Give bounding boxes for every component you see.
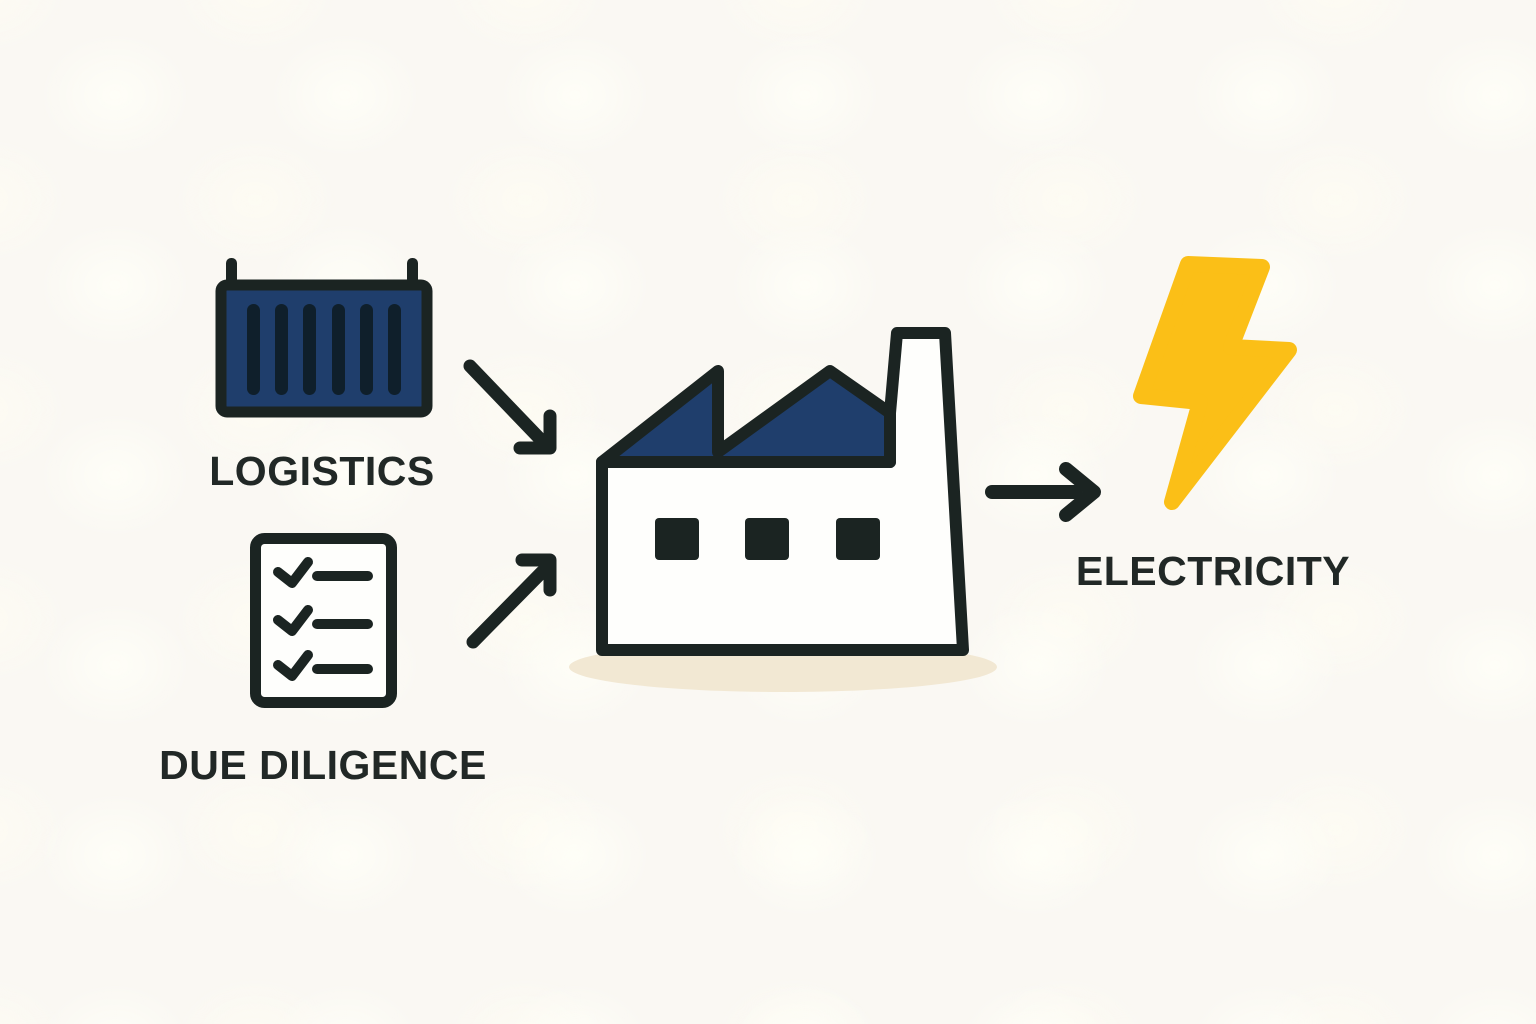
arrow-due-diligence-to-factory-icon	[466, 553, 557, 649]
factory-roof	[596, 365, 896, 468]
checklist-icon	[250, 533, 397, 708]
arrow-logistics-to-factory-icon	[463, 359, 557, 455]
checklist-row	[273, 650, 373, 681]
lightning-bolt-icon	[1133, 256, 1297, 510]
factory-windows	[655, 518, 880, 560]
factory-icon	[569, 327, 997, 692]
checklist-row	[273, 605, 373, 636]
due-diligence-label: DUE DILIGENCE	[159, 742, 487, 788]
arrow-factory-to-electricity-icon	[985, 462, 1101, 522]
logistics-label: LOGISTICS	[209, 448, 435, 494]
container-ribs	[247, 304, 401, 395]
electricity-label: ELECTRICITY	[1075, 548, 1351, 594]
checklist-row	[273, 557, 373, 588]
shipping-container-icon	[215, 258, 433, 418]
